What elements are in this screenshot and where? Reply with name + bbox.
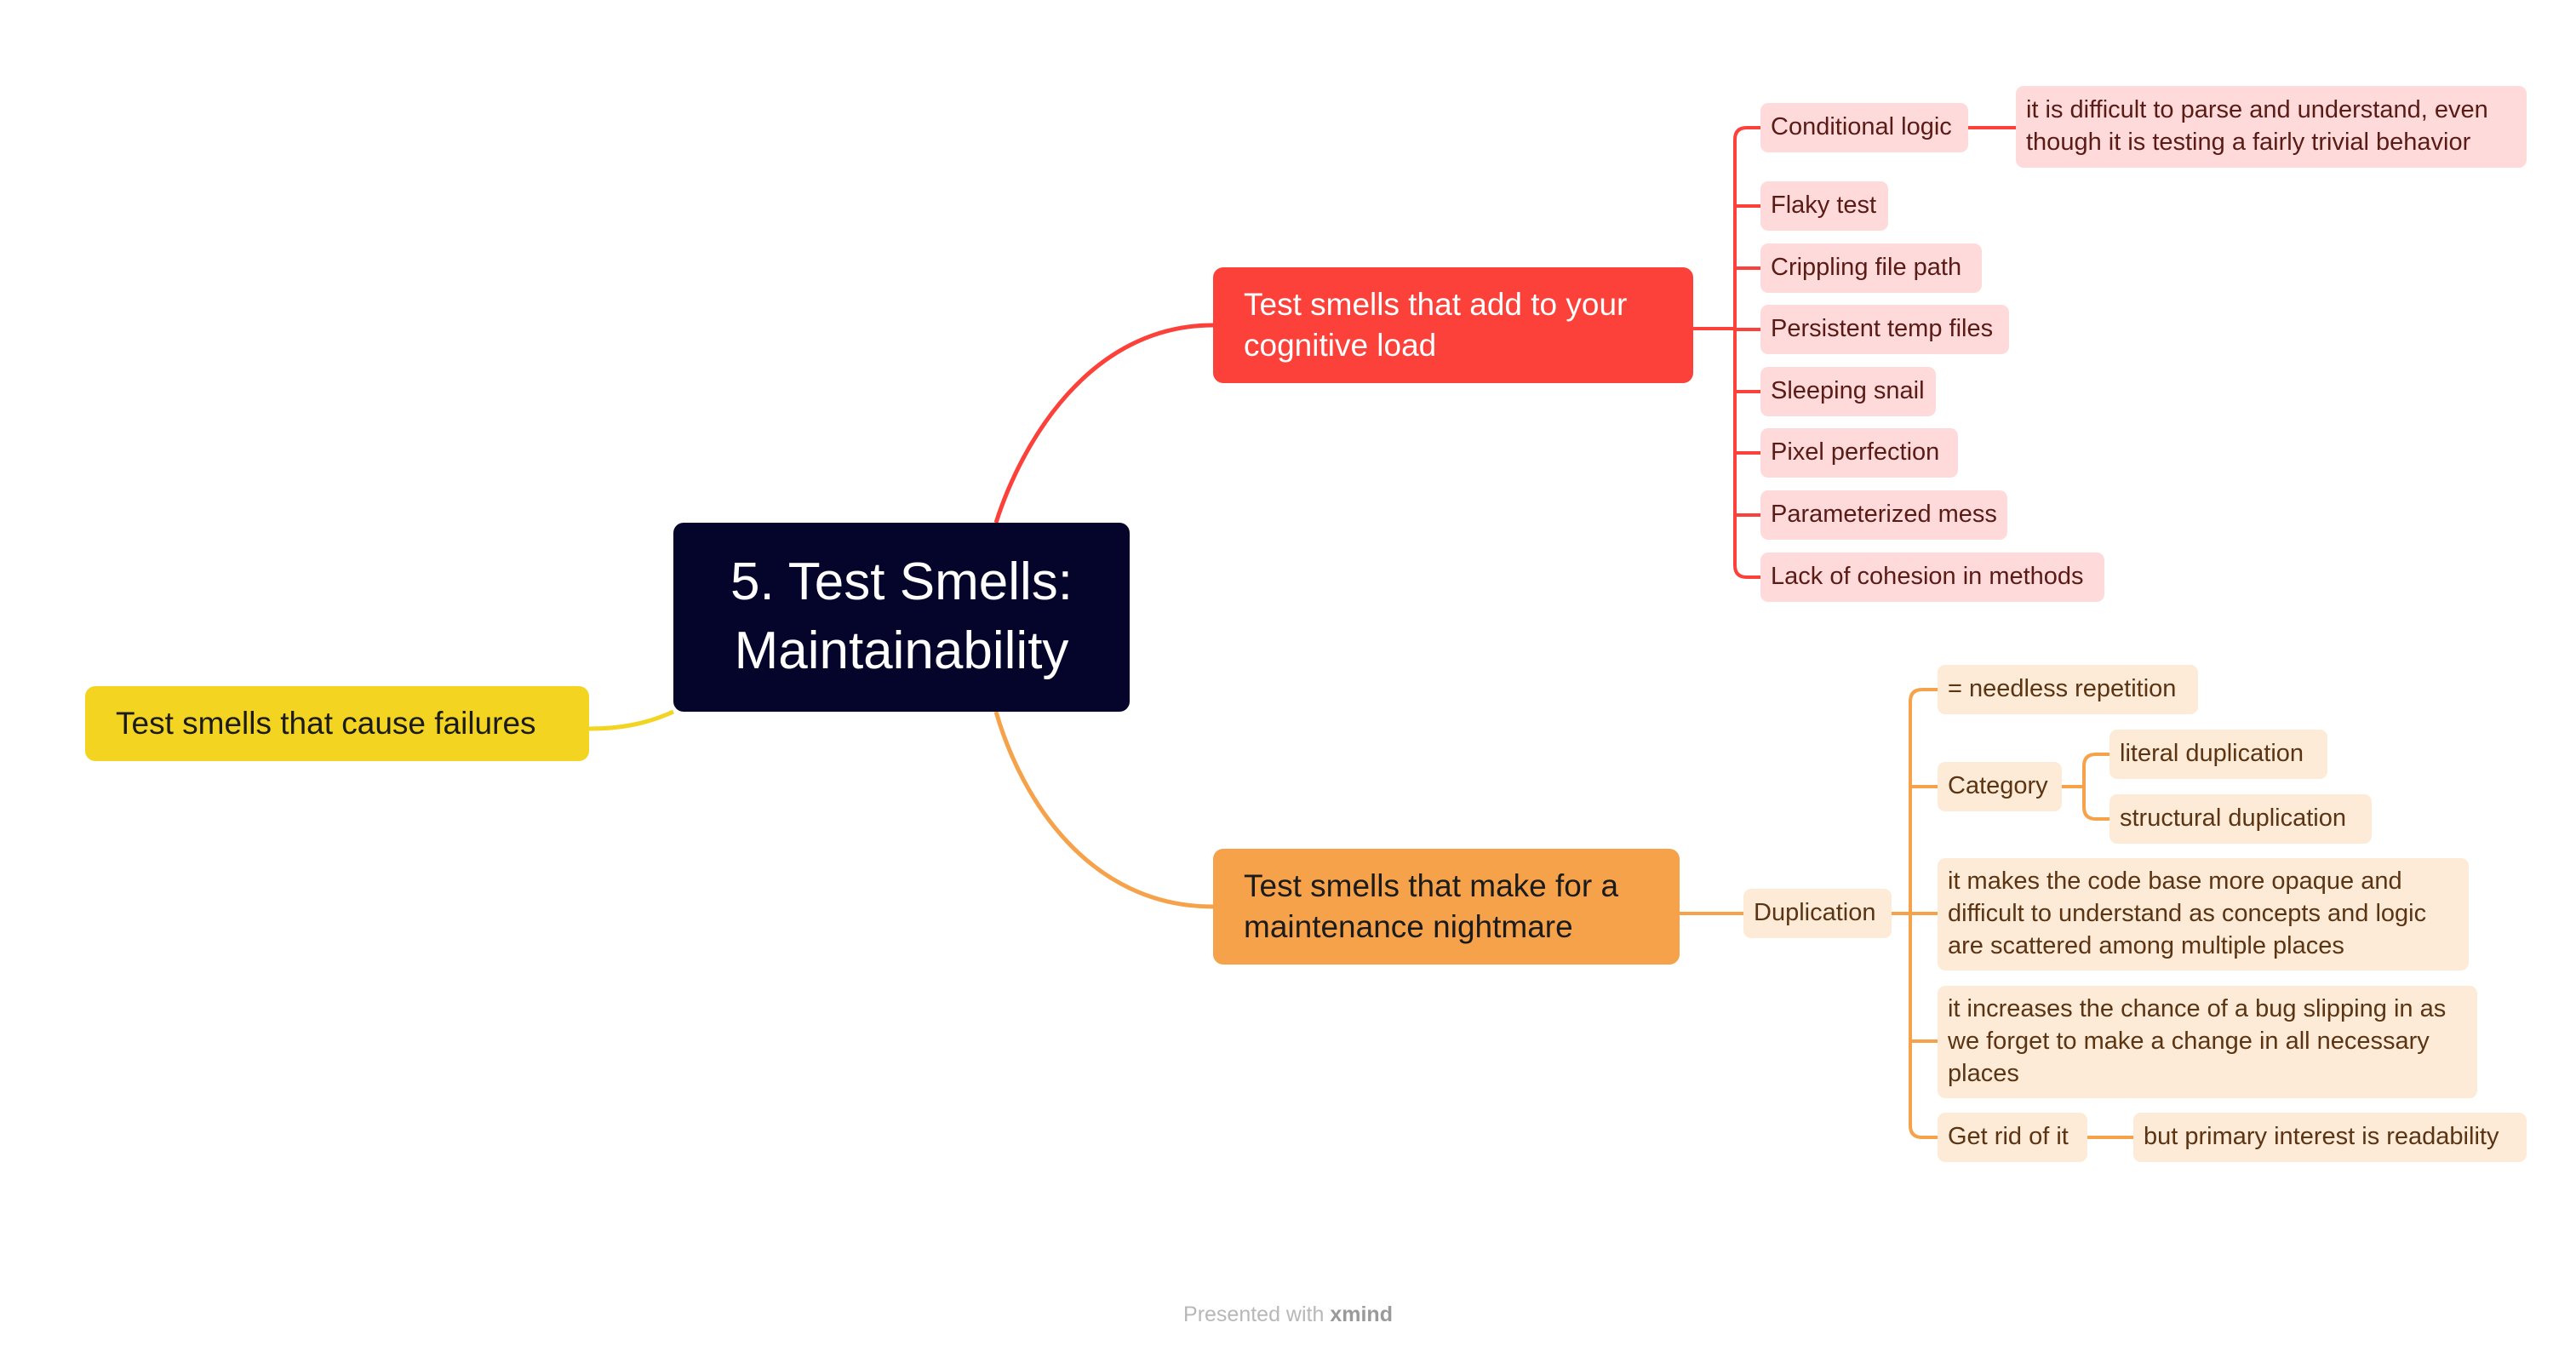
central-topic-label: 5. Test Smells: Maintainability bbox=[730, 553, 1073, 680]
subtopic-effect-bug[interactable]: it increases the chance of a bug slippin… bbox=[1938, 986, 2477, 1098]
subtopic-label: = needless repetition bbox=[1948, 675, 2177, 703]
connector-maintenance-children bbox=[1680, 688, 2133, 1139]
subtopic-label: literal duplication bbox=[2120, 740, 2304, 768]
subtopic-label: Conditional logic bbox=[1771, 113, 1952, 141]
subtopic-persistent-temp-files[interactable]: Persistent temp files bbox=[1760, 305, 2009, 354]
branch-cause-failures[interactable]: Test smells that cause failures bbox=[85, 686, 589, 761]
subtopic-literal-duplication[interactable]: literal duplication bbox=[2109, 730, 2327, 779]
branch-cause-failures-label: Test smells that cause failures bbox=[116, 705, 536, 741]
connector-central-failures bbox=[588, 709, 675, 731]
note-conditional-logic[interactable]: it is difficult to parse and understand,… bbox=[2016, 86, 2527, 168]
branch-maintenance-nightmare[interactable]: Test smells that make for a maintenance … bbox=[1213, 849, 1680, 965]
subtopic-label: it makes the code base more opaque and d… bbox=[1948, 867, 2427, 959]
branch-cognitive-load[interactable]: Test smells that add to your cognitive l… bbox=[1213, 267, 1693, 383]
subtopic-label: Crippling file path bbox=[1771, 254, 1962, 282]
subtopic-label: Persistent temp files bbox=[1771, 315, 1994, 343]
branch-maintenance-nightmare-label: Test smells that make for a maintenance … bbox=[1244, 867, 1619, 944]
subtopic-primary-interest[interactable]: but primary interest is readability bbox=[2133, 1113, 2527, 1162]
subtopic-label: Sleeping snail bbox=[1771, 377, 1925, 405]
subtopic-sleeping-snail[interactable]: Sleeping snail bbox=[1760, 367, 1936, 416]
subtopic-pixel-perfection[interactable]: Pixel perfection bbox=[1760, 428, 1958, 478]
subtopic-needless-repetition[interactable]: = needless repetition bbox=[1938, 665, 2198, 714]
subtopic-structural-duplication[interactable]: structural duplication bbox=[2109, 794, 2372, 844]
subtopic-flaky-test[interactable]: Flaky test bbox=[1760, 181, 1888, 231]
subtopic-label: Pixel perfection bbox=[1771, 438, 1940, 467]
connector-central-maintenance bbox=[993, 711, 1214, 909]
subtopic-label: but primary interest is readability bbox=[2144, 1123, 2499, 1151]
subtopic-label: Parameterized mess bbox=[1771, 501, 1997, 529]
subtopic-duplication[interactable]: Duplication bbox=[1743, 889, 1892, 938]
subtopic-label: Lack of cohesion in methods bbox=[1771, 563, 2084, 591]
subtopic-conditional-logic[interactable]: Conditional logic bbox=[1760, 103, 1968, 152]
note-label: it is difficult to parse and understand,… bbox=[2026, 96, 2488, 156]
xmind-logo: xmind bbox=[1330, 1303, 1393, 1326]
subtopic-label: Flaky test bbox=[1771, 192, 1877, 220]
connector-central-cognitive bbox=[993, 323, 1214, 524]
subtopic-category[interactable]: Category bbox=[1938, 762, 2062, 811]
branch-cognitive-load-label: Test smells that add to your cognitive l… bbox=[1244, 286, 1628, 363]
subtopic-effect-opaque[interactable]: it makes the code base more opaque and d… bbox=[1938, 858, 2469, 971]
subtopic-label: Duplication bbox=[1754, 899, 1876, 927]
central-topic[interactable]: 5. Test Smells: Maintainability bbox=[673, 523, 1130, 712]
subtopic-label: structural duplication bbox=[2120, 804, 2346, 833]
subtopic-get-rid-of-it[interactable]: Get rid of it bbox=[1938, 1113, 2087, 1162]
subtopic-crippling-file-path[interactable]: Crippling file path bbox=[1760, 243, 1982, 293]
subtopic-lack-of-cohesion[interactable]: Lack of cohesion in methods bbox=[1760, 553, 2104, 602]
subtopic-label: Category bbox=[1948, 772, 2048, 800]
subtopic-parameterized-mess[interactable]: Parameterized mess bbox=[1760, 490, 2007, 540]
footer-prefix: Presented with bbox=[1183, 1303, 1325, 1326]
connector-cognitive-children bbox=[1693, 126, 2016, 579]
subtopic-label: Get rid of it bbox=[1948, 1123, 2069, 1151]
subtopic-label: it increases the chance of a bug slippin… bbox=[1948, 995, 2447, 1087]
footer-attribution: Presented with xmind bbox=[0, 1303, 2576, 1327]
